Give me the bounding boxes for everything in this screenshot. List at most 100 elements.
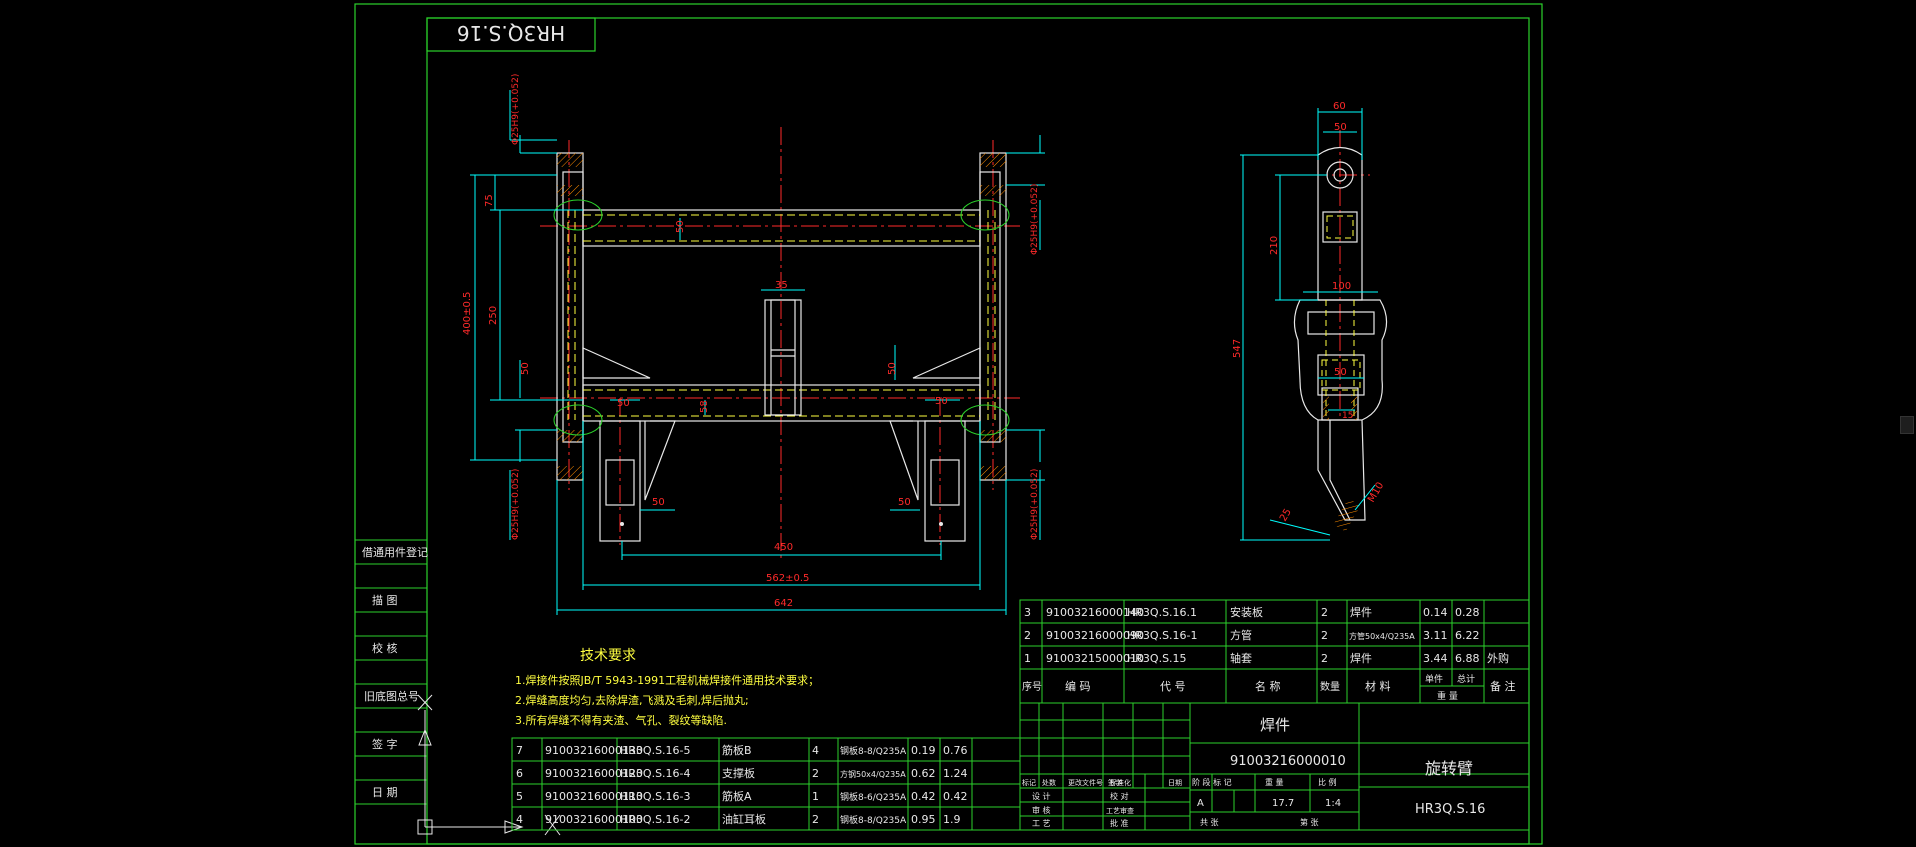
side-dim-547: 547 [1232, 339, 1243, 358]
tb-r-approve: 批 准 [1110, 818, 1129, 828]
dim-height-50a: 50 [520, 362, 531, 375]
tb-h-date: 日期 [1168, 779, 1182, 787]
dim-width-450: 450 [774, 542, 793, 553]
dim-height-50b: 50 [887, 362, 898, 375]
ucs-icon [417, 694, 561, 836]
tb-h-mark: 标记 [1022, 778, 1036, 787]
bom-l-total-0: 0.76 [943, 744, 968, 757]
bom-l-ref-1: HR3Q.S.16-4 [620, 767, 691, 780]
bom-l-code-0: 91003216000130 [545, 744, 643, 757]
bom-u-unit-2: 3.44 [1423, 652, 1448, 665]
bom-l-no-1: 6 [516, 767, 523, 780]
bom-u-mat-0: 焊件 [1350, 605, 1372, 619]
side-dim-25: 25 [1278, 507, 1294, 524]
bom-h-total: 总计 [1457, 673, 1475, 685]
bom-l-mat-2: 钢板8-6/Q235A [840, 791, 907, 803]
bom-u-unit-1: 3.11 [1423, 629, 1448, 642]
strip-label-1: 借通用件登记 [362, 545, 428, 559]
front-view: Φ25H9(+0.052) Φ25H9(+0.052) Φ25H9(+0.052… [462, 74, 1045, 615]
scrollbar-thumb[interactable] [1900, 416, 1914, 434]
bom-l-qty-3: 2 [812, 813, 819, 826]
strip-label-6: 日 期 [372, 786, 398, 799]
bom-u-total-0: 0.28 [1455, 606, 1480, 619]
bom-h-ref: 代 号 [1160, 680, 1186, 693]
bom-u-total-1: 6.22 [1455, 629, 1480, 642]
bom-u-name-2: 轴套 [1230, 651, 1252, 665]
bom-u-ref-1: HR3Q.S.16-1 [1127, 629, 1198, 642]
technical-requirements: 技术要求 1.焊接件按照JB/T 5943-1991工程机械焊接件通用技术要求；… [515, 648, 819, 727]
side-dim-60: 60 [1333, 101, 1346, 112]
tb-h-stage: 阶 段 标 记 [1192, 777, 1232, 787]
bom-h-weight: 重 量 [1437, 690, 1458, 702]
bom-u-mat-1: 方管50x4/Q235A [1349, 631, 1415, 641]
tb-r-craft: 工艺审查 [1106, 806, 1134, 815]
tb-weld-label: 焊件 [1260, 716, 1290, 734]
bom-h-qty: 数量 [1320, 680, 1340, 693]
tb-r-std: 标准化 [1110, 778, 1131, 787]
bom-u-no-0: 3 [1024, 606, 1031, 619]
tech-req-item-3: 3.所有焊缝不得有夹渣、气孔、裂纹等缺陷. [515, 713, 727, 727]
bom-u-no-2: 1 [1024, 652, 1031, 665]
bom-l-ref-3: HR3Q.S.16-2 [620, 813, 691, 826]
bom-l-code-2: 91003216000110 [545, 790, 643, 803]
bom-h-no: 序号 [1022, 680, 1042, 693]
bom-h-code: 编 码 [1065, 679, 1091, 693]
tb-stage-mark: A [1197, 798, 1204, 809]
bom-l-unit-1: 0.62 [911, 767, 936, 780]
tb-h-file: 更改文件号 [1068, 778, 1103, 787]
bom-l-name-0: 筋板B [722, 743, 752, 757]
tech-req-heading: 技术要求 [580, 648, 636, 664]
tech-req-item-2: 2.焊缝高度均匀,去除焊渣,飞溅及毛刺,焊后抛丸; [515, 693, 749, 707]
side-dim-100: 100 [1332, 281, 1351, 292]
bom-l-code-1: 91003216000120 [545, 767, 643, 780]
bom-u-qty-0: 2 [1321, 606, 1328, 619]
stamp-code: HR3Q.S.16 [457, 21, 565, 45]
bom-u-ref-0: HR3Q.S.16.1 [1127, 606, 1197, 619]
bom-l-code-3: 91003216000100 [545, 813, 643, 826]
bom-upper-rows: 3 91003216000140 HR3Q.S.16.1 安装板 2 焊件 0.… [1022, 605, 1516, 702]
tb-r-verify: 校 对 [1110, 791, 1129, 801]
bom-l-no-2: 5 [516, 790, 523, 803]
strip-label-2: 描 图 [372, 593, 398, 607]
bom-l-name-2: 筋板A [722, 789, 752, 803]
drawing-frame [354, 3, 1543, 845]
side-dim-210: 210 [1269, 236, 1280, 255]
bom-lower-rows: 7 91003216000130 HR3Q.S.16-5 筋板B 4 钢板8-8… [516, 743, 968, 826]
strip-label-3: 校 核 [372, 641, 398, 655]
dim-height-upper: 75 [484, 194, 495, 207]
bom-l-no-0: 7 [516, 744, 523, 757]
dim-height-mid: 250 [488, 306, 499, 325]
dim-bore-3: Φ25H9(+0.052) [511, 469, 521, 540]
bom-l-total-3: 1.9 [943, 813, 961, 826]
bom-u-code-1: 91003216000090 [1046, 629, 1144, 642]
bom-u-no-1: 2 [1024, 629, 1031, 642]
bom-l-no-3: 4 [516, 813, 523, 826]
bom-h-note: 备 注 [1490, 679, 1516, 693]
bom-l-mat-0: 钢板8-8/Q235A [840, 745, 907, 757]
dim-width-top: 50 [675, 220, 686, 233]
vertical-scrollbar[interactable] [1900, 0, 1916, 847]
tb-weight: 17.7 [1272, 798, 1294, 809]
tb-r-process: 工 艺 [1032, 819, 1051, 828]
dim-width-58: 58 [699, 400, 710, 413]
tb-drawing-no: HR3Q.S.16 [1415, 802, 1485, 817]
bom-l-unit-0: 0.19 [911, 744, 936, 757]
dim-width-562: 562±0.5 [766, 573, 809, 584]
dim-bore-1: Φ25H9(+0.052) [511, 74, 521, 145]
bom-upper-table [1019, 599, 1530, 704]
bom-l-unit-2: 0.42 [911, 790, 936, 803]
dim-width-642: 642 [774, 598, 793, 609]
title-block: 焊件 91003216000010 旋转臂 HR3Q.S.16 阶 段 标 记 … [1022, 716, 1485, 828]
bom-u-total-2: 6.88 [1455, 652, 1480, 665]
bom-l-mat-1: 方钢50x4/Q235A [840, 769, 906, 779]
dim-width-50br: 50 [898, 497, 911, 508]
bom-l-qty-1: 2 [812, 767, 819, 780]
tb-r-design: 设 计 [1032, 791, 1051, 801]
dim-width-50r: 50 [935, 396, 948, 407]
tech-req-item-1: 1.焊接件按照JB/T 5943-1991工程机械焊接件通用技术要求； [515, 673, 819, 687]
tb-drawing-code: 91003216000010 [1230, 754, 1346, 769]
tb-scale: 1:4 [1325, 798, 1341, 809]
tb-h-weight: 重 量 [1265, 777, 1284, 787]
bom-l-ref-2: HR3Q.S.16-3 [620, 790, 691, 803]
